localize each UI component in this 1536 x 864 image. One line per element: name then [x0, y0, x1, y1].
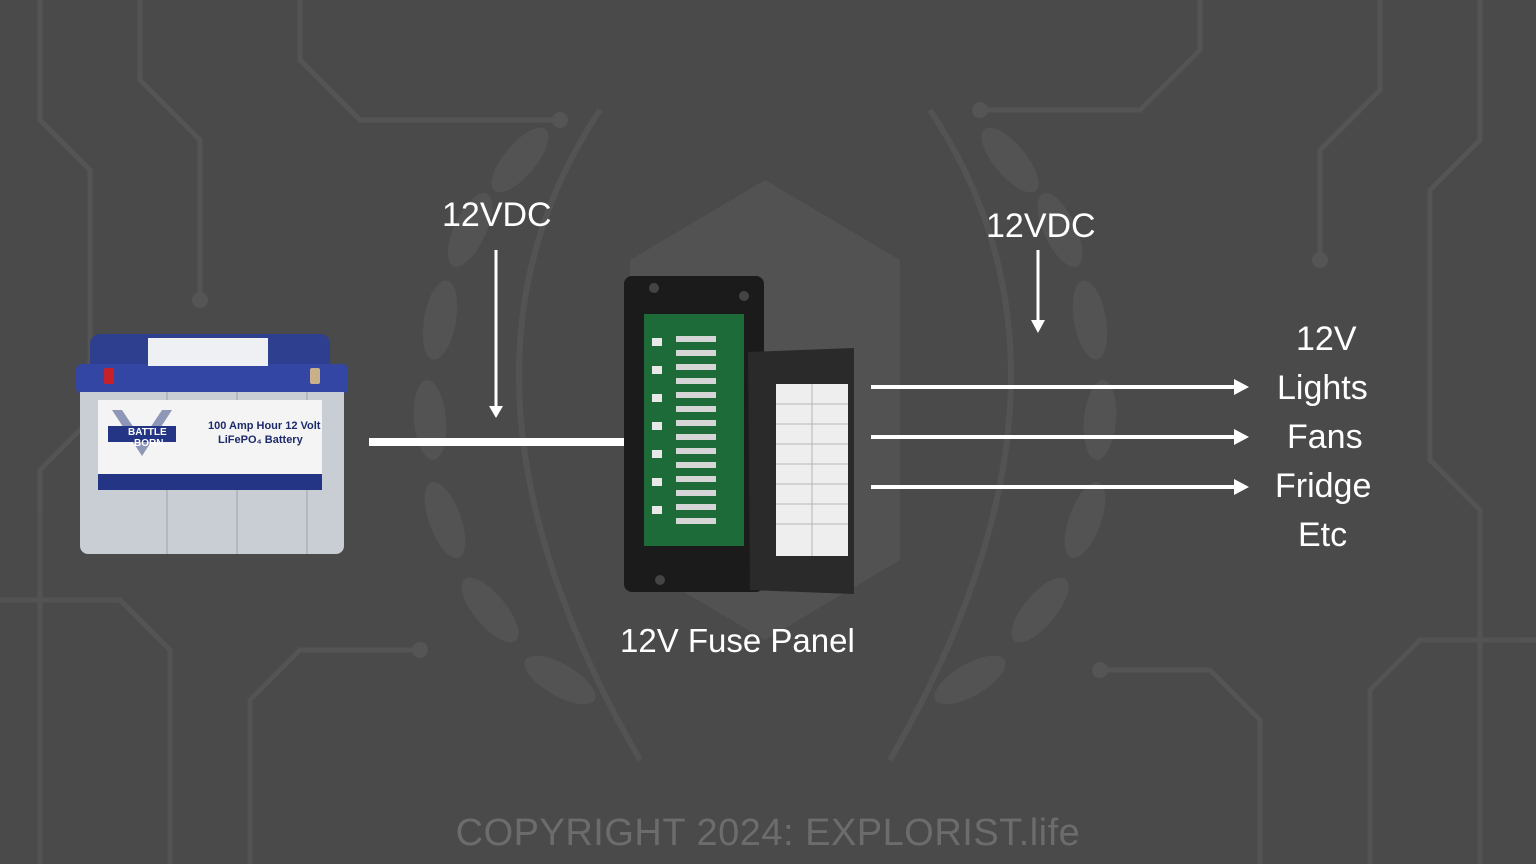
- right-voltage-label: 12VDC: [986, 207, 1096, 245]
- load-item-fridge: Fridge: [1275, 467, 1372, 505]
- battle-born-logo-icon: [108, 410, 176, 456]
- copyright-watermark: COPYRIGHT 2024: EXPLORIST.life: [455, 812, 1081, 854]
- battery-model-line2: LiFePO₄ Battery: [218, 434, 303, 446]
- negative-terminal: [310, 368, 320, 384]
- fuse-panel-caption: 12V Fuse Panel: [620, 622, 855, 659]
- load-item-etc: Etc: [1298, 516, 1348, 554]
- battery-model-line1: 100 Amp Hour 12 Volt: [208, 420, 321, 432]
- battery-brand-line1: BATTLE: [128, 427, 167, 438]
- lifepo4-battery: BATTLE BORN 100 Amp Hour 12 Volt LiFePO₄…: [76, 334, 348, 554]
- left-voltage-arrowhead: [489, 406, 503, 418]
- positive-terminal: [104, 368, 114, 384]
- load-item-fans: Fans: [1287, 418, 1363, 456]
- right-voltage-arrowhead: [1031, 320, 1045, 333]
- loads-heading: 12V: [1296, 320, 1357, 358]
- left-voltage-label: 12VDC: [442, 196, 552, 234]
- fuse-panel-image: [624, 276, 854, 594]
- load-item-lights: Lights: [1277, 369, 1368, 407]
- battery-brand-line2: BORN: [134, 438, 164, 449]
